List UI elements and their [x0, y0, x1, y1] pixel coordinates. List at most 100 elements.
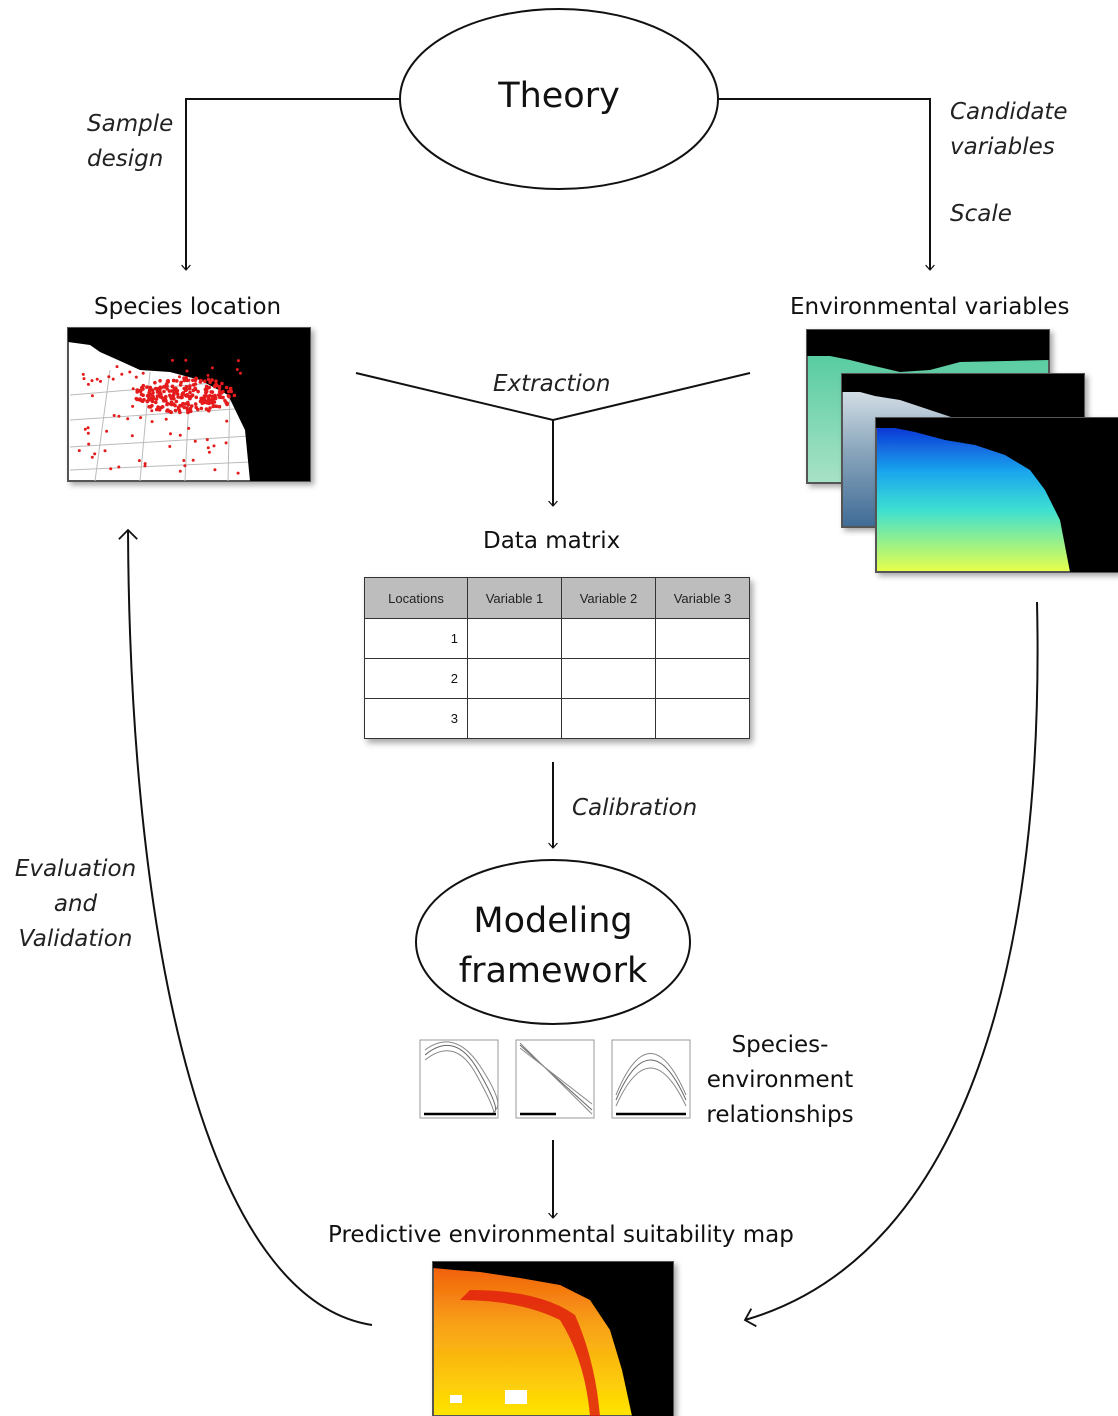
occurrence-point — [86, 382, 90, 386]
occurrence-point — [217, 384, 222, 389]
occurrence-point — [204, 407, 209, 411]
sample-design-label: Sample design — [87, 107, 173, 177]
candidate-variables-line2: variables — [950, 134, 1055, 160]
occurrence-point — [168, 445, 172, 448]
occurrence-point — [210, 378, 214, 382]
occurrence-point — [141, 387, 145, 391]
edge-theory-to-species — [181, 98, 399, 271]
occurrence-point — [239, 371, 242, 375]
occurrence-point — [183, 464, 187, 468]
occurrence-point — [83, 427, 87, 431]
occurrence-point — [138, 397, 142, 401]
relationships-line2: environment — [706, 1067, 854, 1093]
occurrence-point — [182, 376, 186, 381]
occurrence-point — [217, 404, 222, 409]
occurrence-point — [169, 432, 172, 436]
occurrence-point — [178, 433, 182, 437]
evaluation-line1: Evaluation — [14, 856, 137, 882]
occurrence-point — [191, 388, 196, 393]
predictive-suitability-map — [432, 1261, 674, 1416]
matrix-cell — [655, 658, 750, 699]
occurrence-point — [173, 390, 178, 394]
occurrence-point — [236, 471, 240, 475]
occurrence-point — [220, 381, 224, 386]
occurrence-point — [207, 450, 211, 454]
occurrence-point — [158, 395, 163, 399]
matrix-row-number: 2 — [364, 658, 468, 699]
occurrence-point — [213, 383, 218, 387]
occurrence-point — [168, 402, 173, 406]
calibration-label: Calibration — [572, 795, 698, 821]
occurrence-point — [170, 389, 174, 393]
sample-design-line2: design — [87, 146, 164, 172]
occurrence-point — [195, 376, 199, 380]
occurrence-point — [184, 385, 189, 389]
occurrence-point — [162, 384, 166, 389]
occurrence-point — [211, 404, 216, 409]
occurrence-point — [236, 359, 240, 363]
occurrence-point — [170, 384, 175, 389]
occurrence-point — [199, 378, 203, 383]
environmental-variables-label: Environmental variables — [790, 294, 1070, 320]
occurrence-point — [229, 389, 234, 394]
evaluation-validation-label: Evaluation and Validation — [8, 852, 143, 957]
occurrence-point — [164, 399, 168, 403]
occurrence-point — [208, 406, 212, 410]
graticule-line — [227, 389, 231, 482]
matrix-header-row: Locations Variable 1 Variable 2 Variable… — [364, 577, 750, 619]
occurrence-point — [109, 467, 113, 471]
occurrence-point — [188, 384, 192, 388]
occurrence-point — [171, 402, 176, 407]
edge-theory-to-environment — [719, 98, 935, 271]
occurrence-point — [226, 389, 231, 394]
occurrence-point — [90, 394, 94, 398]
occurrence-point — [186, 400, 190, 405]
occurrence-point — [139, 392, 144, 397]
modeling-framework-label: Modeling framework — [433, 896, 673, 996]
occurrence-point — [86, 426, 90, 430]
graticule-line — [94, 369, 111, 482]
edge-environment-to-prediction — [743, 601, 1039, 1328]
occurrence-point — [191, 383, 196, 387]
edge-evaluation-validation — [118, 528, 373, 1326]
occurrence-point — [206, 377, 211, 382]
occurrence-point — [227, 394, 231, 399]
occurrence-point — [206, 373, 210, 377]
occurrence-point — [131, 387, 135, 391]
occurrence-point — [142, 397, 146, 402]
occurrence-point — [149, 393, 154, 397]
occurrence-point — [150, 420, 154, 424]
occurrence-point — [178, 410, 182, 415]
predictive-map-label: Predictive environmental suitability map — [328, 1222, 794, 1248]
occurrence-point — [153, 380, 157, 385]
matrix-cell — [561, 618, 656, 659]
occurrence-point — [187, 378, 191, 382]
occurrence-point — [90, 379, 94, 383]
occurrence-point — [224, 385, 229, 390]
occurrence-point — [210, 394, 215, 399]
occurrence-point — [182, 459, 186, 462]
matrix-header-variable-3: Variable 3 — [655, 577, 750, 619]
response-curve-3 — [611, 1039, 691, 1119]
occurrence-point — [204, 394, 208, 398]
occurrence-point — [145, 385, 149, 389]
occurrence-point — [138, 389, 142, 393]
occurrence-point — [172, 396, 176, 401]
occurrence-point — [154, 397, 159, 401]
occurrence-point — [204, 390, 208, 394]
occurrence-point — [112, 414, 116, 417]
occurrence-point — [105, 429, 109, 433]
occurrence-point — [213, 468, 217, 472]
occurrence-point — [82, 377, 86, 381]
occurrence-point — [139, 416, 143, 420]
modeling-framework-line2: framework — [458, 951, 648, 991]
occurrence-point — [165, 384, 169, 388]
occurrence-point — [90, 455, 94, 459]
occurrence-point — [174, 399, 179, 404]
occurrence-point — [232, 393, 237, 398]
relationships-line3: relationships — [706, 1102, 854, 1128]
occurrence-point — [184, 358, 188, 362]
occurrence-point — [196, 407, 200, 412]
occurrence-point — [81, 372, 85, 376]
occurrence-point — [164, 417, 168, 421]
